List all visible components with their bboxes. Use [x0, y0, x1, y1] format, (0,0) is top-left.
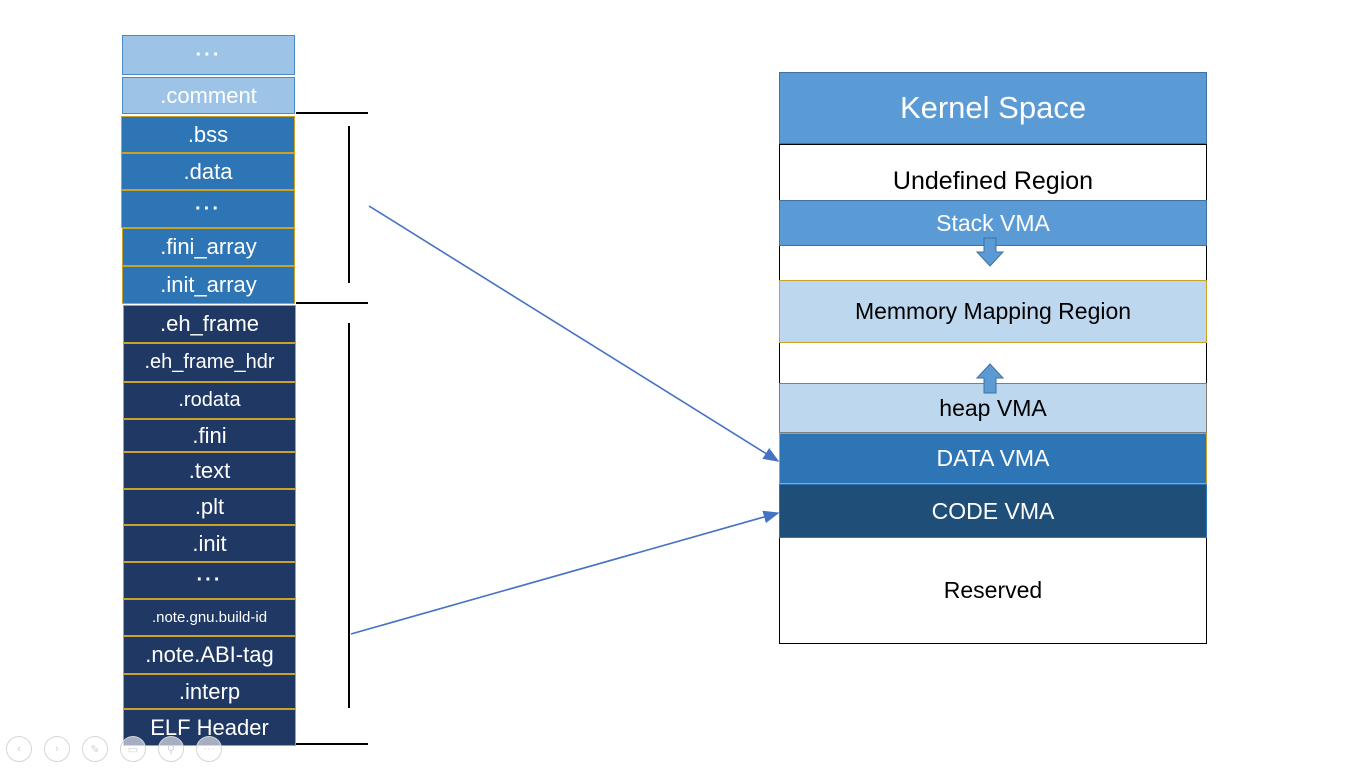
stack-grow-down-icon	[975, 237, 1005, 267]
memory-region: Stack VMA	[779, 200, 1207, 246]
memory-region: Kernel Space	[779, 72, 1207, 144]
elf-section: .interp	[123, 674, 296, 709]
memory-region: CODE VMA	[779, 484, 1207, 538]
elf-section: .init	[123, 525, 296, 562]
elf-section: .plt	[123, 489, 296, 525]
elf-section: .fini	[123, 419, 296, 452]
more-icon[interactable]: ···	[196, 736, 222, 762]
elf-section: .data	[121, 153, 295, 190]
next-icon[interactable]: ›	[44, 736, 70, 762]
pen-icon[interactable]: ✎	[82, 736, 108, 762]
zoom-icon[interactable]: ⚲	[158, 736, 184, 762]
bracket-top-line	[296, 112, 368, 114]
bracket-bottom-line	[296, 743, 368, 745]
memory-region: Reserved	[779, 538, 1207, 644]
elf-section: .comment	[122, 77, 295, 114]
elf-section: .init_array	[122, 266, 295, 304]
slides-icon[interactable]: ▭	[120, 736, 146, 762]
bracket-code-vertical	[348, 323, 350, 708]
bracket-data-vertical	[348, 126, 350, 283]
bracket-middle-line	[296, 302, 368, 304]
elf-section: .eh_frame	[123, 305, 296, 343]
elf-section: .bss	[121, 116, 295, 153]
elf-section: .fini_array	[122, 228, 295, 266]
elf-section: ···	[122, 35, 295, 75]
data-segment-arrow	[368, 205, 780, 462]
heap-grow-up-icon	[975, 363, 1005, 394]
code-segment-arrow	[350, 510, 780, 635]
elf-section: .rodata	[123, 382, 296, 419]
elf-section: .note.ABI-tag	[123, 636, 296, 674]
elf-section: .eh_frame_hdr	[123, 343, 296, 382]
elf-section: .note.gnu.build-id	[123, 599, 296, 636]
memory-region: Undefined Region	[779, 144, 1207, 200]
memory-region: DATA VMA	[779, 433, 1207, 484]
elf-section: .text	[123, 452, 296, 489]
elf-section: ···	[123, 562, 296, 599]
previous-icon[interactable]: ‹	[6, 736, 32, 762]
elf-section: ···	[121, 190, 295, 228]
memory-region: Memmory Mapping Region	[779, 280, 1207, 343]
